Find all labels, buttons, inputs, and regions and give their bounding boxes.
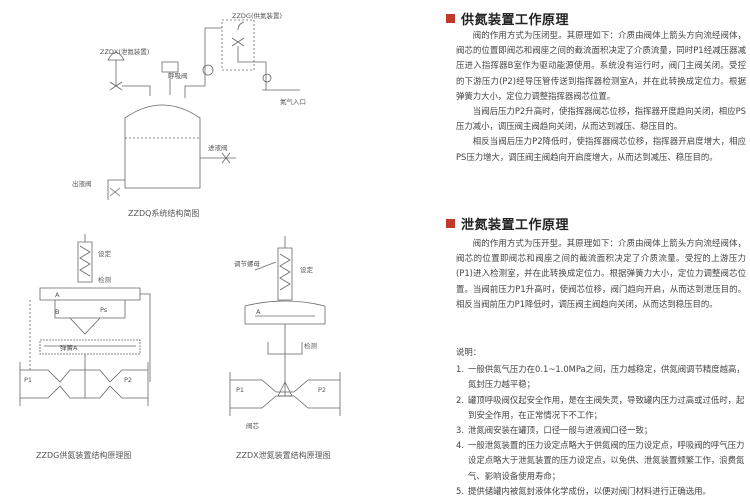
- zzdx-chamber-a: A: [256, 308, 261, 316]
- list-item: 5.提供储罐内被氮封液体化学成份，以便对阀门材料进行正确选用。: [456, 485, 711, 496]
- zzdx-caption: ZZDX泄氮装置结构原理图: [236, 450, 331, 460]
- zzdg-chamber-b: B: [55, 308, 59, 316]
- zzdx-label: ZZDX(泄氮装置): [100, 47, 149, 56]
- notes-list: 1.一般供氮气压力在0.1~1.0MPa之间，压力越稳定，供氮阀调节精度越高，氮…: [456, 362, 748, 499]
- zzdq-caption: ZZDQ系统结构简图: [128, 208, 199, 218]
- list-item: 2.罐顶呼吸阀仅起安全作用，是在主阀失灵，导致罐内压力过高或过低时，起到安全作用…: [456, 394, 745, 420]
- list-item: 3.泄氮阀安装在罐顶，口径一般与进液阀口径一致；: [456, 425, 653, 436]
- zzdx-structure-diagram: [229, 236, 341, 416]
- schematic-diagrams: ZZDG(供氮装置) ZZDX(泄氮装置) 呼吸阀 氮气入口 进液阀 出液阀 Z…: [19, 11, 341, 460]
- zzdx-valve-core: 阀芯: [246, 421, 260, 430]
- zzdg-check: 检测: [98, 275, 112, 284]
- n2-inlet-label: 氮气入口: [280, 97, 306, 106]
- vent-principle-text: 阀的作用方式为压开型。其原理如下：介质由阀体上箭头方向流经阀体，阀芯的位置即阀芯…: [456, 238, 746, 309]
- zzdx-check: 检测: [304, 341, 318, 350]
- zzdg-structure-diagram: [19, 234, 151, 406]
- supply-principle-title: 供氮装置工作原理: [446, 9, 569, 28]
- breather-label: 呼吸阀: [168, 71, 188, 80]
- zzdg-p2: P2: [124, 376, 132, 384]
- zzdx-setpoint: 设定: [300, 265, 314, 274]
- list-item: 1.一般供氮气压力在0.1~1.0MPa之间，压力越稳定，供氮阀调节精度越高，氮…: [456, 364, 745, 390]
- outlet-valve-label: 出液阀: [72, 179, 92, 188]
- title-marker-icon: [446, 219, 455, 228]
- zzdx-p2: P2: [318, 386, 326, 394]
- zzdg-p1: P1: [24, 376, 32, 384]
- zzdx-adjust-screw: 调节螺母: [234, 259, 261, 268]
- zzdg-chamber-a: A: [55, 291, 60, 299]
- list-item: 4.一般泄氮装置的压力设定点略大于供氮阀的压力设定点，呼吸阀的呼气压力设定点略大…: [456, 440, 745, 481]
- zzdq-system-diagram: [107, 19, 300, 200]
- notes-section: 说明： 1.一般供氮气压力在0.1~1.0MPa之间，压力越稳定，供氮阀调节精度…: [456, 345, 748, 499]
- zzdg-setpoint: 设定: [98, 249, 112, 258]
- zzdg-caption: ZZDG供氮装置结构原理图: [36, 450, 131, 460]
- diagram-panel: ZZDG(供氮装置) ZZDX(泄氮装置) 呼吸阀 氮气入口 进液阀 出液阀 Z…: [19, 11, 341, 460]
- zzdx-p1: P1: [236, 386, 244, 394]
- supply-principle-text: 阀的作用方式为压闭型。其原理如下：介质由阀体上箭头方向流经阀体，阀芯的位置即阀芯…: [456, 30, 746, 162]
- zzdg-spring-chamber: 弹簧A: [60, 343, 78, 352]
- notes-label: 说明：: [456, 347, 482, 357]
- zzdg-ps: Ps: [100, 306, 108, 314]
- text-panel: 供氮装置工作原理 阀的作用方式为压闭型。其原理如下：介质由阀体上箭头方向流经阀体…: [446, 0, 746, 496]
- zzdg-label: ZZDG(供氮装置): [232, 11, 282, 20]
- inlet-valve-label: 进液阀: [208, 143, 228, 152]
- vent-principle-title: 泄氮装置工作原理: [446, 214, 569, 233]
- title-marker-icon: [446, 14, 455, 23]
